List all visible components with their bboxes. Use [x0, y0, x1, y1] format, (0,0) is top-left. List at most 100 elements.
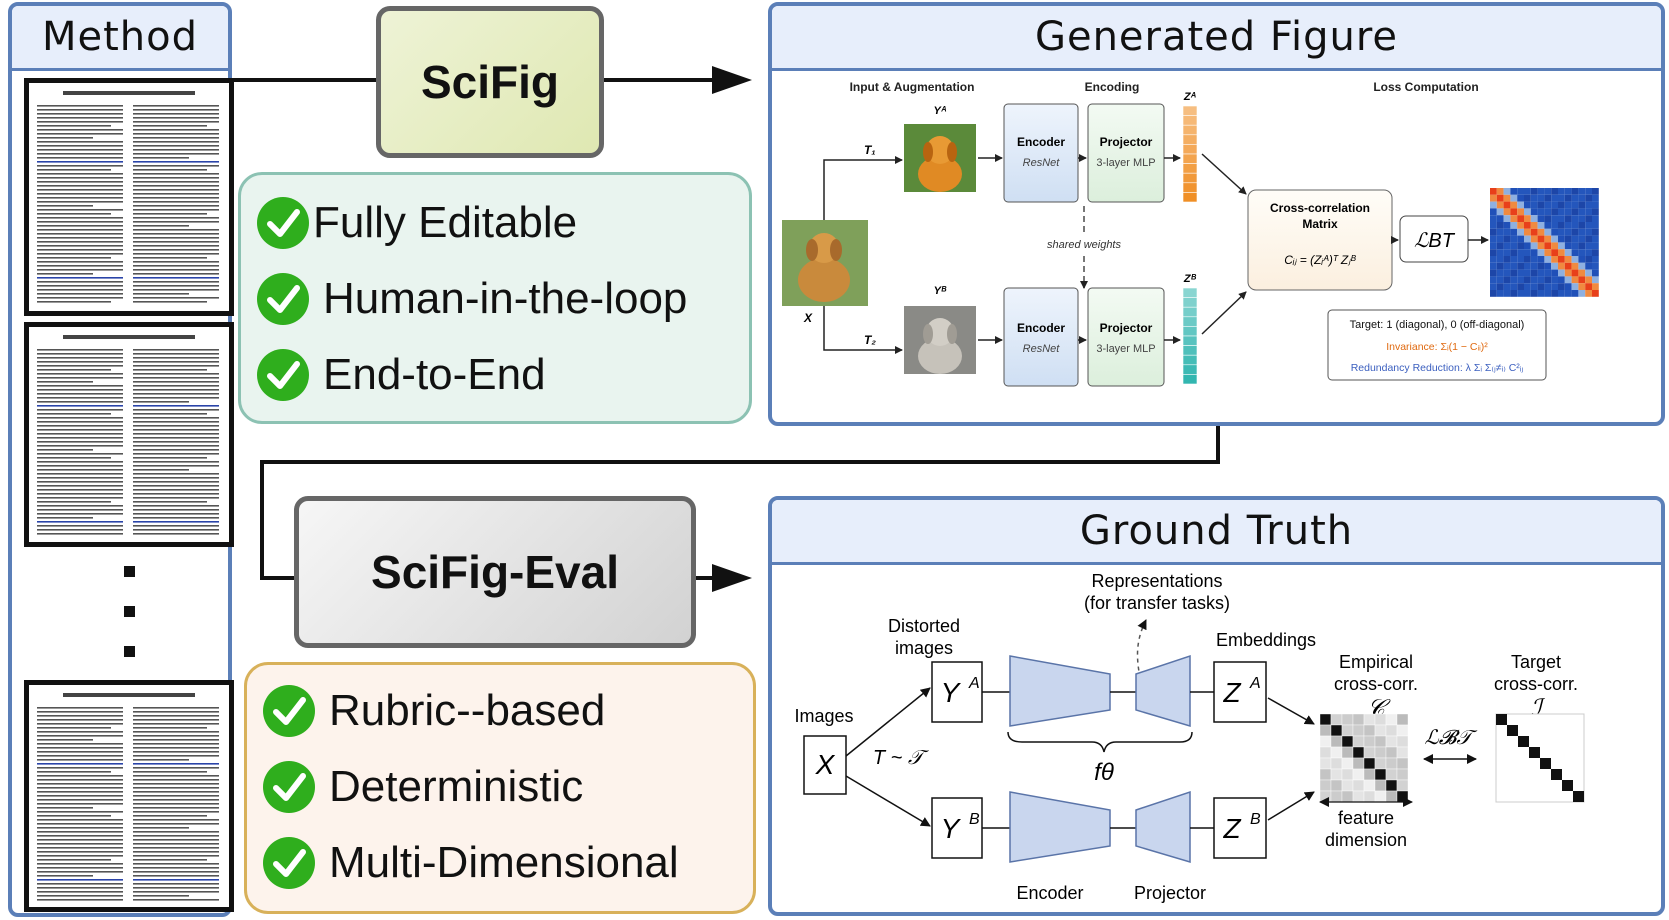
- heatmap-cell: [1585, 262, 1592, 270]
- matrix-cell: [1396, 735, 1409, 748]
- vector-cell: [1182, 364, 1198, 375]
- heatmap-cell: [1544, 256, 1552, 263]
- matrix-cell: [1352, 790, 1365, 803]
- text-line: [37, 441, 123, 443]
- heatmap-cell: [1524, 208, 1531, 216]
- heatmap-cell: [1517, 276, 1524, 284]
- heatmap-cell: [1544, 249, 1552, 256]
- heatmap-cell: [1544, 188, 1552, 195]
- text-line: [37, 381, 93, 383]
- matrix-cell: [1341, 757, 1354, 770]
- text-line: [37, 273, 93, 275]
- redundancy-line: Redundancy Reduction: λ Σᵢ Σ₍ⱼ≠ᵢ₎ C²ᵢⱼ: [1351, 362, 1524, 374]
- heatmap-cell: [1585, 269, 1592, 277]
- heatmap-cell: [1530, 228, 1538, 236]
- matrix-cell: [1396, 790, 1409, 803]
- generated-figure-title: Generated Figure: [1034, 14, 1399, 60]
- text-line: [37, 349, 123, 351]
- heatmap-cell: [1564, 215, 1572, 222]
- text-line: [37, 481, 123, 483]
- text-line: [37, 485, 123, 487]
- heatmap-cell: [1585, 256, 1592, 263]
- text-line: [37, 261, 123, 263]
- encoder-caption: Encoder: [1016, 883, 1083, 903]
- text-line: [133, 237, 219, 239]
- projector-label: Projector: [1100, 135, 1153, 149]
- text-line: [37, 461, 123, 463]
- heatmap-cell: [1537, 256, 1545, 263]
- text-line: [133, 245, 219, 247]
- heatmap-cell: [1564, 276, 1572, 284]
- text-line: [133, 425, 219, 427]
- text-line: [133, 181, 219, 183]
- text-line: [133, 193, 219, 195]
- matrix-cell: [1319, 746, 1332, 759]
- heatmap-cell: [1551, 188, 1558, 195]
- text-line: [133, 707, 219, 709]
- vector-cell: [1182, 297, 1198, 308]
- text-line: [133, 389, 219, 391]
- text-line: [133, 731, 219, 733]
- invariance-line: Invariance: Σᵢ(1 − Cᵢᵢ)²: [1386, 341, 1488, 353]
- text-line: [133, 445, 219, 447]
- text-line: [37, 445, 123, 447]
- matrix-cell: [1352, 757, 1365, 770]
- text-line: [37, 141, 123, 143]
- resnet-label: ResNet: [1023, 343, 1061, 355]
- matrix-cell: [1396, 713, 1409, 726]
- heatmap-cell: [1551, 249, 1558, 256]
- ground-truth-title: Ground Truth: [1079, 508, 1354, 554]
- text-line: [37, 153, 123, 155]
- heatmap-cell: [1537, 228, 1545, 236]
- heatmap-cell: [1537, 276, 1545, 284]
- matrix-cell: [1352, 735, 1365, 748]
- text-line: [133, 851, 219, 853]
- text-line: [133, 751, 219, 753]
- x-symbol: X: [815, 749, 836, 780]
- heatmap-cell: [1537, 222, 1545, 229]
- vector-cell: [1182, 306, 1198, 318]
- text-line: [133, 365, 219, 367]
- t2-label: T₂: [864, 333, 876, 347]
- text-line: [37, 815, 111, 817]
- text-line: [133, 529, 219, 531]
- heatmap-cell: [1496, 290, 1504, 297]
- text-line: [37, 241, 123, 243]
- shared-weights-label: shared weights: [1047, 239, 1121, 251]
- text-line: [37, 109, 123, 111]
- text-line: [133, 273, 219, 275]
- scifig-features-box: Fully Editable Human-in-the-loop End-to-…: [238, 172, 752, 424]
- heatmap-cell: [1537, 188, 1545, 195]
- text-line: [37, 225, 123, 227]
- matrix-cell: [1352, 768, 1365, 781]
- text-line: [37, 121, 123, 123]
- matrix-cell: [1319, 735, 1332, 748]
- heatmap-cell: [1558, 228, 1565, 236]
- heatmap-cell: [1571, 194, 1579, 202]
- checkmark-icon: [263, 837, 315, 889]
- heatmap-cell: [1571, 228, 1579, 236]
- heatmap-cell: [1496, 283, 1504, 290]
- text-line: [133, 405, 219, 407]
- scifig-eval-button[interactable]: SciFig-Eval: [294, 496, 696, 648]
- scifig-button[interactable]: SciFig: [376, 6, 604, 158]
- text-line: [133, 217, 219, 219]
- loss-label: ℒBT: [1414, 230, 1456, 252]
- text-line: [37, 727, 111, 729]
- heatmap-cell: [1503, 256, 1511, 263]
- text-line: [133, 847, 219, 849]
- text-line: [133, 473, 219, 475]
- heatmap-cell: [1517, 290, 1524, 297]
- heatmap-cell: [1585, 208, 1592, 216]
- heatmap-cell: [1517, 256, 1524, 263]
- text-line: [133, 461, 219, 463]
- heatmap-cell: [1530, 194, 1538, 202]
- distorted-line-2: images: [895, 638, 953, 658]
- heatmap-cell: [1524, 242, 1531, 250]
- cc-title-2: Matrix: [1302, 217, 1338, 231]
- text-line: [37, 517, 93, 519]
- heatmap-cell: [1510, 269, 1518, 277]
- vector-cell: [1182, 153, 1198, 164]
- target-matrix: [1495, 713, 1585, 803]
- feature-line-2: dimension: [1325, 830, 1407, 850]
